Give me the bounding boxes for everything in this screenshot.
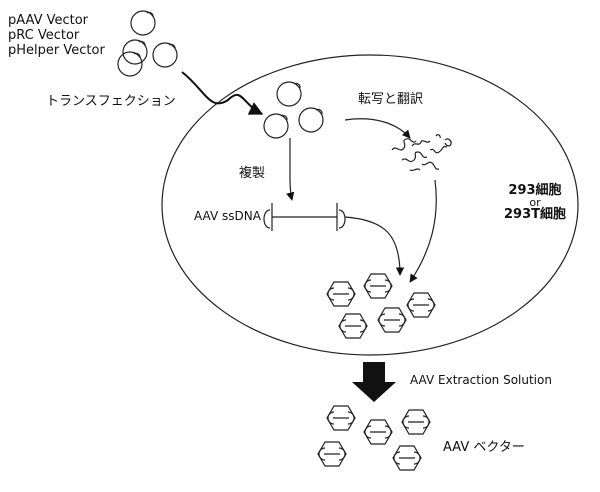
capsid-icon [392,445,422,471]
host-cell-ellipse [161,54,579,356]
replication-arrow [286,138,295,201]
capsid-icon [338,313,368,339]
capsid-icon [401,409,431,435]
cell-line-293t: 293T細胞 [503,207,566,222]
plasmid-icon [276,81,302,107]
plasmid-icon [130,10,156,36]
capsid-icon [377,307,407,333]
capsid-icon [363,419,393,445]
replication-label: 複製 [239,166,266,181]
cell-line-293: 293細胞 [508,183,562,198]
capsid-icon [326,281,356,307]
capsid-icon [406,292,436,318]
ssdna-to-capsid-arrow [344,216,405,276]
transfection-arrow [181,71,264,115]
capsid-icon [326,405,356,431]
cell-line-label: 293細胞 or 293T細胞 [500,184,570,222]
plasmid-icon [263,113,289,139]
aav-vector-label: AAV ベクター [443,440,525,455]
ssdna-icon [263,203,346,231]
transcription-translation-label: 転写と翻訳 [358,92,424,107]
plasmid-icon [122,39,148,65]
plasmid-label: pHelper Vector [8,43,105,58]
extraction-arrow [352,362,396,402]
plasmid-icon [152,42,178,68]
transfection-label: トランスフェクション [46,94,176,109]
plasmid-icon [298,107,324,133]
plasmid-list: pAAV Vector pRC Vector pHelper Vector [8,13,105,58]
transcription-arrow [344,118,411,139]
protein-products-icon [391,134,452,172]
proteins-to-capsid-arrow [409,179,437,283]
ssdna-label: AAV ssDNA [194,209,261,223]
extraction-label: AAV Extraction Solution [410,373,552,387]
plasmid-label: pAAV Vector [8,13,89,28]
cell-line-or: or [529,196,541,209]
plasmid-icon [117,51,143,77]
capsid-icon [363,273,393,299]
capsid-icon [317,441,347,467]
plasmid-label: pRC Vector [8,28,80,43]
